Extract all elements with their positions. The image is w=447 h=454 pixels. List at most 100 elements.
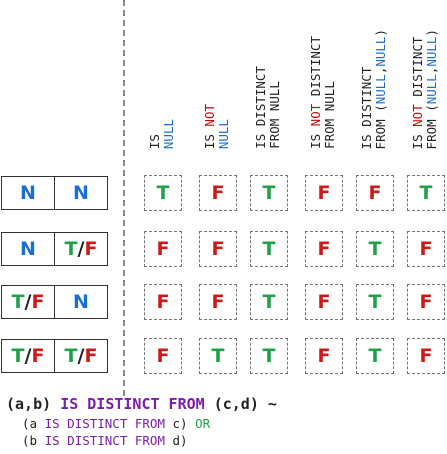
header-line: IS NOT DISTINCT bbox=[410, 29, 425, 149]
text-segment: DISTINCT bbox=[410, 36, 425, 104]
input-cell: T/F bbox=[54, 232, 108, 266]
result-cell: T bbox=[407, 175, 445, 211]
result-cell: F bbox=[144, 338, 182, 374]
expression-line-3: (b IS DISTINCT FROM d) bbox=[22, 433, 188, 448]
header-line: IS bbox=[147, 119, 162, 149]
text-segment: NOT bbox=[202, 103, 217, 127]
text-segment: , bbox=[373, 66, 388, 74]
header-line: IS NOT DISTINCT bbox=[308, 36, 323, 149]
text-segment: FROM NULL bbox=[267, 81, 282, 149]
input-cell: T/F bbox=[54, 339, 108, 373]
input-cell: N bbox=[54, 176, 108, 210]
expression-line-2: (a IS DISTINCT FROM c) OR bbox=[22, 416, 210, 431]
text-segment: NOT bbox=[410, 103, 425, 127]
header-line: FROM (NULL,NULL) bbox=[373, 28, 388, 149]
result-cell: F bbox=[144, 231, 182, 267]
text-segment: IS DISTINCT bbox=[359, 66, 374, 149]
text-segment: ) bbox=[424, 28, 439, 37]
result-cell: T bbox=[250, 231, 288, 267]
text-segment: F bbox=[31, 345, 45, 367]
text-segment: NULL bbox=[216, 118, 231, 149]
result-cell: F bbox=[199, 175, 237, 211]
result-cell: F bbox=[305, 231, 343, 267]
text-segment: IS DISTINCT FROM bbox=[44, 416, 165, 431]
header-line: NULL bbox=[216, 104, 231, 149]
result-cell: F bbox=[407, 231, 445, 267]
input-cell: T/F bbox=[1, 285, 55, 319]
result-cell: T bbox=[356, 284, 394, 320]
header-line: FROM NULL bbox=[267, 66, 282, 149]
result-cell: F bbox=[144, 284, 182, 320]
text-segment: (b bbox=[22, 433, 45, 448]
text-segment: N bbox=[73, 182, 89, 204]
text-segment: DISTINCT bbox=[308, 36, 323, 104]
text-segment: T bbox=[64, 238, 78, 260]
text-segment: IS bbox=[202, 126, 217, 149]
result-cell: T bbox=[250, 284, 288, 320]
result-cell: F bbox=[407, 284, 445, 320]
text-segment: (a,b) bbox=[6, 395, 61, 413]
text-segment: IS DISTINCT bbox=[253, 66, 268, 149]
text-segment: NULL bbox=[424, 36, 439, 67]
text-segment: / bbox=[24, 291, 32, 313]
dashed-divider bbox=[123, 0, 125, 396]
text-segment: NULL bbox=[424, 73, 439, 104]
text-segment: / bbox=[77, 238, 85, 260]
text-segment: (c,d) ~ bbox=[204, 395, 277, 413]
header-line: FROM (NULL,NULL) bbox=[424, 28, 439, 149]
input-cell: N bbox=[54, 285, 108, 319]
text-segment: , bbox=[424, 66, 439, 74]
text-segment: N bbox=[73, 291, 89, 313]
text-segment: IS DISTINCT FROM bbox=[44, 433, 165, 448]
text-segment: T bbox=[11, 345, 25, 367]
text-segment: FROM ( bbox=[424, 103, 439, 149]
input-pair: T/F N bbox=[1, 285, 108, 319]
text-segment: / bbox=[24, 345, 32, 367]
input-cell: N bbox=[1, 232, 55, 266]
text-segment: N bbox=[20, 182, 36, 204]
header-line: NULL bbox=[161, 118, 176, 149]
result-cell: F bbox=[356, 175, 394, 211]
text-segment: FROM ( bbox=[373, 103, 388, 149]
text-segment: NULL bbox=[373, 73, 388, 104]
result-cell: T bbox=[250, 338, 288, 374]
text-segment: d) bbox=[165, 433, 188, 448]
result-cell: F bbox=[199, 231, 237, 267]
result-cell: F bbox=[305, 338, 343, 374]
text-segment: NULL bbox=[373, 36, 388, 67]
text-segment: T bbox=[11, 291, 25, 313]
text-segment: IS bbox=[147, 133, 162, 149]
text-segment: N bbox=[20, 238, 36, 260]
result-cell: T bbox=[356, 231, 394, 267]
input-cell: N bbox=[1, 176, 55, 210]
input-cell: T/F bbox=[1, 339, 55, 373]
result-cell: T bbox=[250, 175, 288, 211]
result-cell: F bbox=[407, 338, 445, 374]
text-segment: NULL bbox=[161, 118, 176, 149]
result-cell: F bbox=[199, 284, 237, 320]
text-segment: ) bbox=[373, 28, 388, 37]
text-segment: c) bbox=[165, 416, 196, 431]
text-segment: F bbox=[84, 345, 98, 367]
text-segment: (a bbox=[22, 416, 45, 431]
text-segment: NOT bbox=[308, 103, 323, 127]
header-line: IS DISTINCT bbox=[253, 66, 268, 149]
text-segment: F bbox=[31, 291, 45, 313]
result-cell: T bbox=[144, 175, 182, 211]
result-cell: F bbox=[305, 175, 343, 211]
text-segment: F bbox=[84, 238, 98, 260]
result-cell: F bbox=[305, 284, 343, 320]
result-cell: T bbox=[356, 338, 394, 374]
result-cell: T bbox=[199, 338, 237, 374]
text-segment: IS bbox=[410, 126, 425, 149]
text-segment: T bbox=[64, 345, 78, 367]
expression-line-1: (a,b) IS DISTINCT FROM (c,d) ~ bbox=[6, 395, 277, 413]
